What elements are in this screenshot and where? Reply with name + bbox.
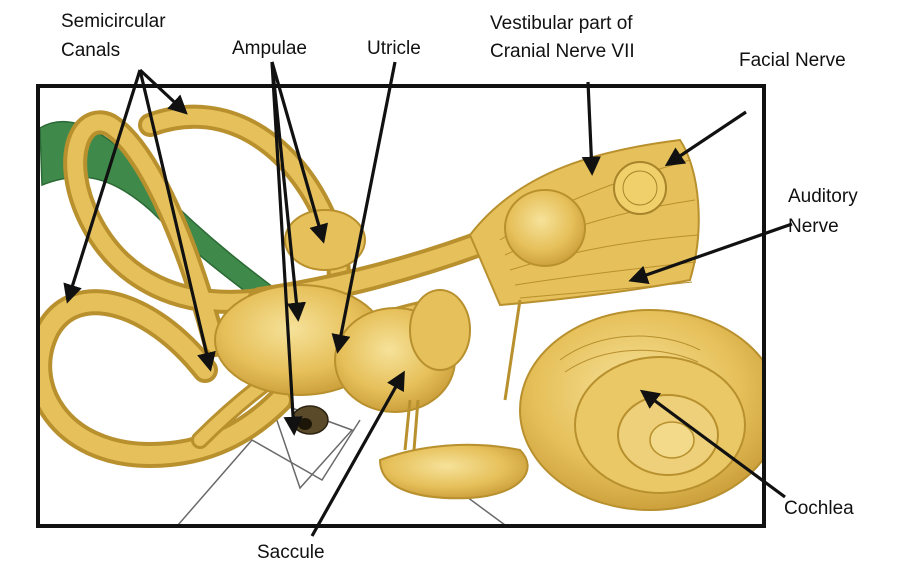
label-vestibular-line2: Cranial Nerve VII (490, 41, 635, 62)
vestibulocochlear-nerve-bundle (468, 138, 700, 307)
label-semicircular-canals-line2: Canals (61, 40, 121, 61)
label-cochlea: Cochlea (784, 498, 854, 519)
label-auditory-line2: Nerve (788, 216, 839, 237)
label-saccule: Saccule (257, 542, 325, 563)
label-utricle: Utricle (367, 38, 421, 59)
label-auditory-line1: Auditory (788, 186, 858, 207)
label-facial-nerve: Facial Nerve (739, 50, 846, 71)
label-vestibular-line1: Vestibular part of (490, 13, 633, 34)
illustration-frame (36, 84, 766, 528)
connecting-stalks (403, 299, 522, 451)
cochlea-shape (519, 309, 762, 511)
ampulla-dark-region (291, 405, 329, 435)
label-semicircular-canals-line1: Semicircular (61, 11, 166, 32)
inner-ear-illustration (40, 104, 762, 524)
label-ampulae: Ampulae (232, 38, 307, 59)
